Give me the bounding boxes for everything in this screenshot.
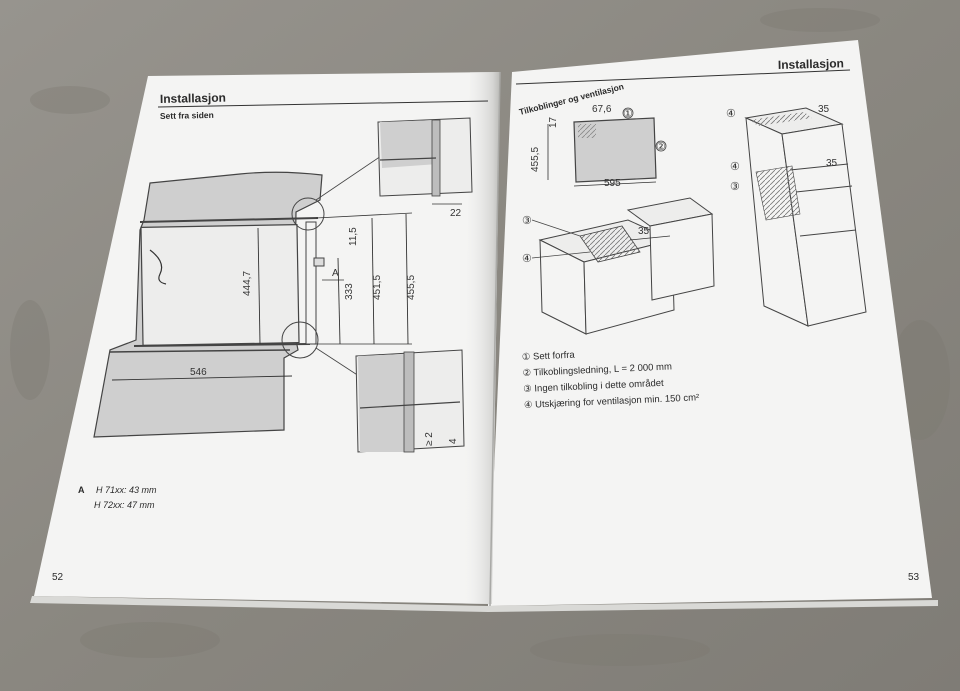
dim-676: 67,6 [592,104,612,115]
detail-leader-bottom [315,347,363,379]
left-heading-rule [157,100,489,108]
detail-circle-bottom [281,321,319,359]
dim-546: 546 [190,367,207,378]
dim-17: 17 [548,116,559,128]
callout-2: ② [656,141,666,153]
note-letter: A [78,485,85,495]
oven-bottom-edge [133,343,311,347]
base-cabinet-drawing: 35 ③ ④ [522,197,715,335]
callout-3-b: ③ [730,181,740,193]
dim-4555: 455,5 [406,275,417,300]
dim-35-b: 35 [818,104,830,115]
left-subheading: Sett fra siden [160,110,214,121]
power-cable [149,249,167,285]
oven-lower-rail [109,349,291,353]
dim-595: 595 [604,178,621,189]
floor-texture [10,8,950,666]
left-heading: Installasjon [160,91,226,106]
right-page-number: 53 [908,572,920,583]
front-view-drawing: 595 455,5 17 67,6 ① ② [530,104,667,189]
legend-item-1: ① Sett forfra [522,350,576,363]
callout-1: ① [623,108,633,120]
dim-line-546 [111,375,293,381]
dim-35-c: 35 [826,158,838,169]
detail-inset-top: 22 [377,117,473,219]
front-trim [305,221,317,345]
dim-115: 11,5 [348,227,359,246]
right-heading-rule [515,69,851,85]
dim-line-4555 [405,213,409,345]
note-line-2: H 72xx: 47 mm [94,500,155,510]
spine-shadow [462,72,500,604]
callout-4-b: ④ [726,108,736,120]
dim-4447: 444,7 [242,271,253,296]
dim-line-4515 [371,217,375,345]
legend: ① Sett forfra ② Tilkoblingsledning, L = … [522,350,700,411]
bracket-A [313,257,325,267]
detail-circle-top [291,197,325,231]
detail-inset-bottom: ≥ 2 4 [355,349,465,453]
page-stack-edge [30,596,938,612]
dim-4555-right: 455,5 [530,147,541,172]
dim-ge2: ≥ 2 [424,432,435,446]
callout-4-a: ④ [522,253,532,265]
note-line-1: H 71xx: 43 mm [96,485,157,495]
dim-ext-top [315,212,413,219]
dim-A: A [332,268,339,279]
right-heading: Installasjon [778,56,844,72]
dim-4515: 451,5 [372,275,383,300]
side-view-drawing: 444,7 333 451,5 455,5 11,5 A 546 [93,149,417,438]
tall-cabinet-drawing: 35 35 ④ ④ ③ [726,104,867,327]
dim-22: 22 [450,208,462,219]
oven-top-edge [139,217,319,223]
dim-4-small: 4 [448,438,459,444]
detail-leader-top [315,149,391,201]
dim-line-4447 [257,227,261,345]
dim-35-a: 35 [638,226,650,237]
spine [489,71,501,607]
left-page-number: 52 [52,572,64,583]
callout-3-a: ③ [522,215,532,227]
dim-line-333 [337,257,341,345]
callout-4-c: ④ [730,161,740,173]
oven-side-body [140,224,300,346]
dim-333: 333 [344,283,355,300]
